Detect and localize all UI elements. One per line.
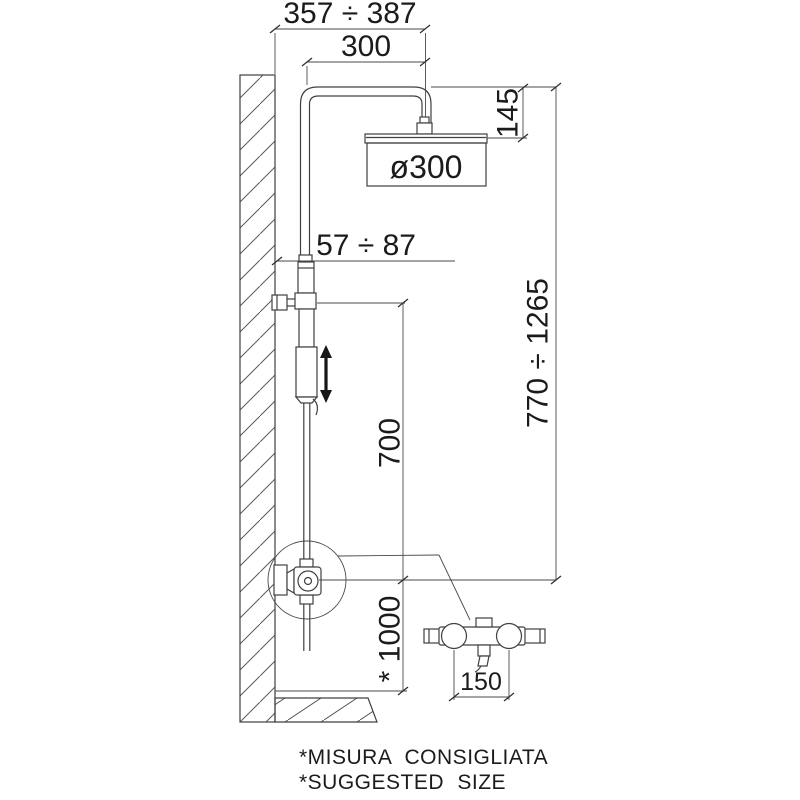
- mixer-right-escutcheon: [495, 622, 523, 650]
- shower-column-riser: [299, 86, 432, 262]
- mixer-left-escutcheon: [440, 622, 468, 650]
- hand-shower-slider: [294, 346, 319, 416]
- dim-arm-projection: 300: [341, 30, 391, 63]
- detail-leader-lines: [319, 554, 556, 621]
- head-plate: [364, 133, 488, 144]
- dim-head-drop: 145: [492, 88, 525, 138]
- mixer-front-view: [423, 617, 546, 673]
- note-italian: *MISURA CONSIGLIATA: [299, 746, 548, 769]
- floor-section: [274, 697, 378, 723]
- dimension-lines: [274, 28, 557, 700]
- bracket-collar: [294, 292, 317, 310]
- dimension-ticks: [269, 24, 562, 702]
- mixer-right-inlet: [523, 628, 546, 644]
- mixer-side-view: [273, 558, 322, 605]
- shower-head: ø300: [364, 116, 488, 187]
- wall-bracket: [271, 292, 317, 311]
- mixer-left-inlet: [423, 628, 441, 644]
- head-connector-neck: [419, 116, 430, 124]
- dim-suggested-mixer-height: * 1000: [374, 596, 407, 683]
- dim-head-diameter: ø300: [390, 149, 463, 185]
- head-label-box: [366, 142, 487, 187]
- mixer-handle-knob: [297, 570, 319, 592]
- mixer-top-knob: [475, 617, 493, 628]
- head-connector: [416, 122, 433, 135]
- column-tube: [298, 308, 315, 348]
- dim-wall-to-head-range: 357 ÷ 387: [283, 0, 416, 30]
- mixer-outlet: [477, 644, 491, 657]
- dim-bar-to-mixer: 700: [374, 418, 407, 468]
- wall-section: [239, 74, 276, 723]
- dim-slider-adjust-range: 57 ÷ 87: [316, 229, 416, 262]
- dim-mixer-inlet-spacing: 150: [460, 668, 502, 696]
- dimension-labels: 357 ÷ 387 300 57 ÷ 87 145 770 ÷ 1265 700…: [283, 0, 554, 696]
- lower-supply-pipe: [303, 403, 311, 651]
- footnotes: *MISURA CONSIGLIATA *SUGGESTED SIZE: [299, 746, 548, 794]
- note-english: *SUGGESTED SIZE: [299, 771, 506, 794]
- bracket-knob: [271, 294, 288, 311]
- double-arrow-icon: [320, 345, 332, 403]
- mixer-wall-flange: [273, 564, 288, 596]
- dim-column-height-range: 770 ÷ 1265: [522, 278, 555, 428]
